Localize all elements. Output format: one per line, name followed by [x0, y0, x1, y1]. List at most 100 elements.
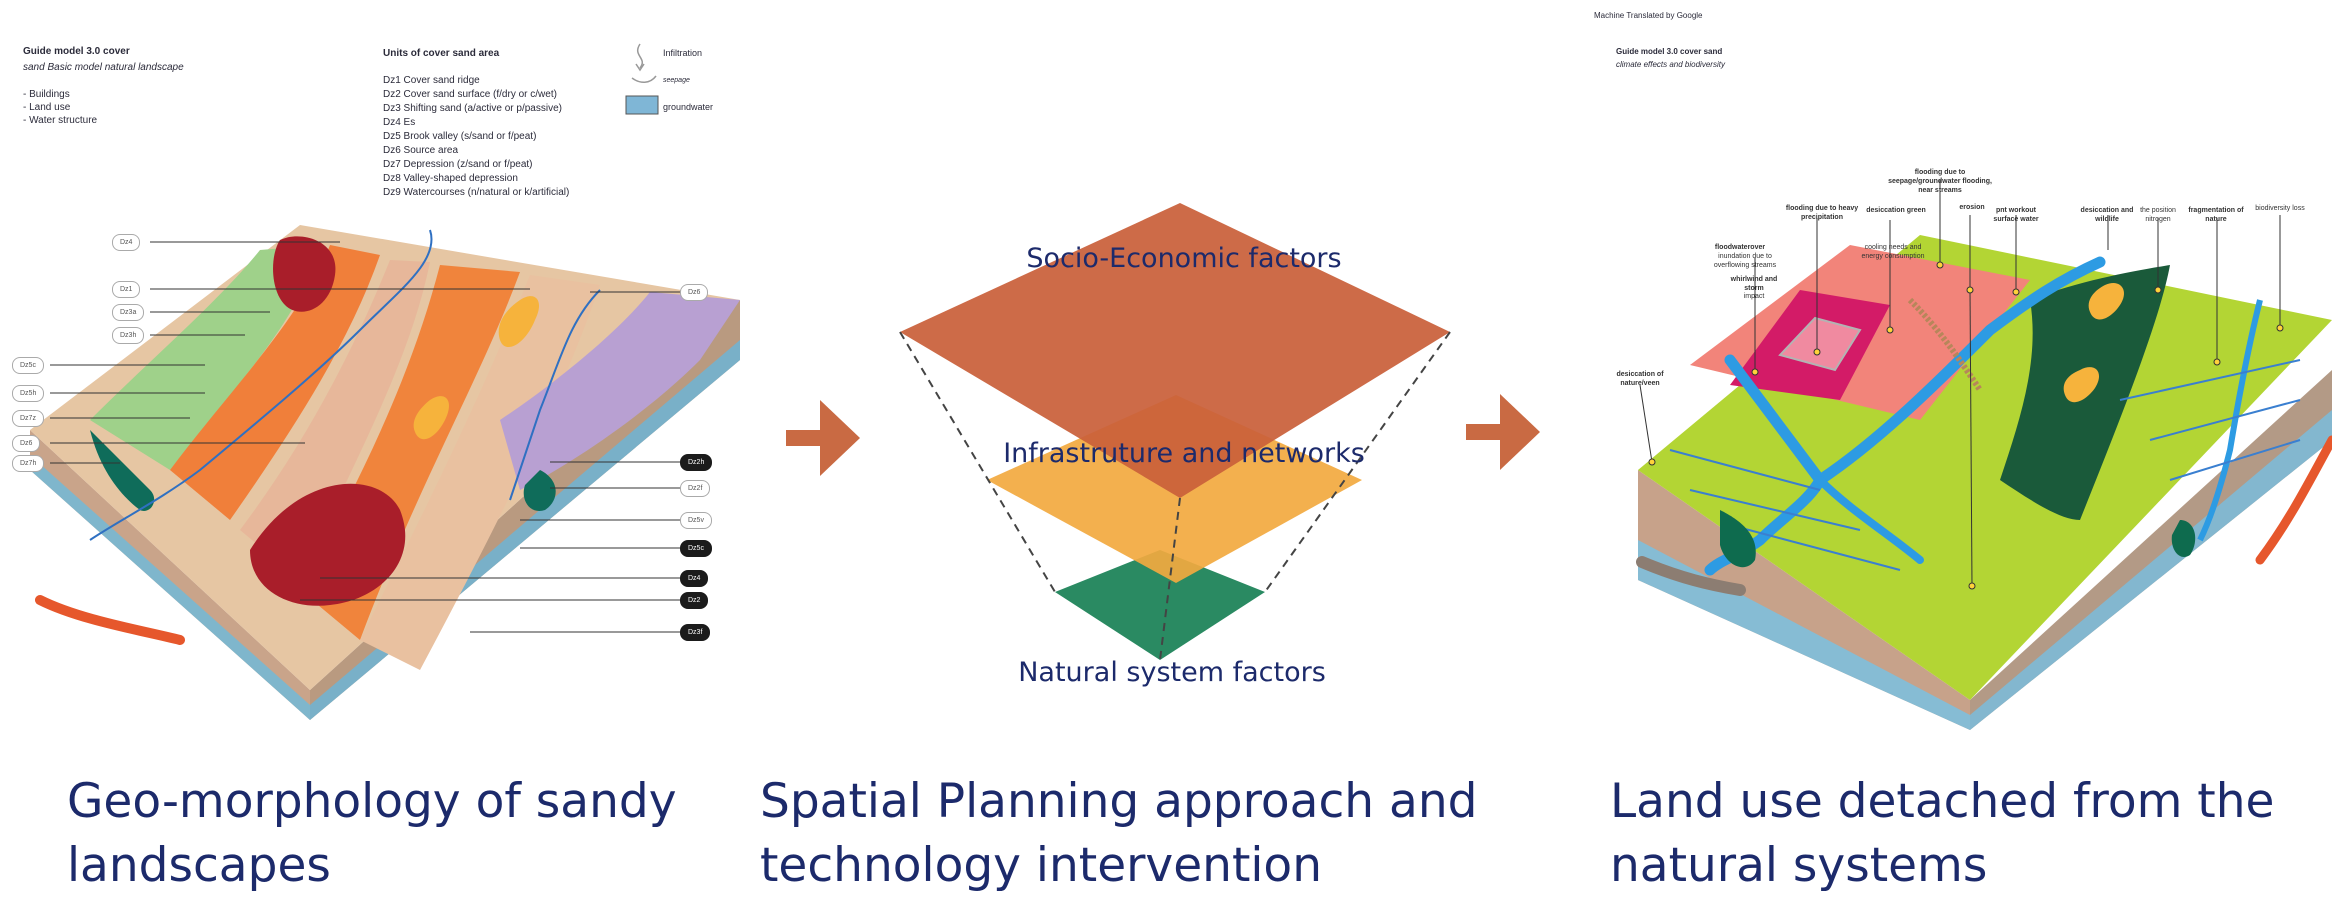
road-hatch: [1907, 297, 1983, 392]
unit-tag: Dz5c: [680, 540, 712, 557]
units-list: Dz1 Cover sand ridge Dz2 Cover sand surf…: [383, 74, 569, 200]
unit-tag: Dz3h: [112, 327, 145, 344]
layer-item-buildings: - Buildings: [23, 89, 70, 100]
unit-tag: Dz5c: [12, 357, 44, 374]
unit-depression-left: [90, 430, 155, 511]
machine-translated-note: Machine Translated by Google: [1594, 11, 1703, 20]
natural-system-label: Natural system factors: [1018, 657, 1326, 688]
callout-desiccation-green: desiccation green: [1866, 207, 1926, 214]
caption-geomorphology: Geo-morphology of sandy landscapes: [67, 774, 677, 893]
callout-position-nitrogen: the position nitrogen: [2140, 207, 2176, 223]
unit-yellow-1: [498, 296, 540, 348]
guide-subtitle: climate effects and biodiversity: [1616, 60, 1725, 69]
unit-green-zone: [90, 245, 320, 470]
yellow-dune-2: [2063, 367, 2100, 403]
unit-tag: Dz7z: [12, 410, 44, 427]
stream-line-2: [509, 289, 601, 501]
unit-item: Dz8 Valley-shaped depression: [383, 173, 518, 184]
layer-item-land-use: - Land use: [23, 102, 71, 113]
sandy-landscape-block-diagram: [30, 225, 740, 720]
callout-markers: [1648, 261, 2284, 590]
unit-leader-lines: [50, 241, 680, 633]
urban-block: [1778, 316, 1862, 372]
drainage-ditches: [1669, 359, 2301, 571]
unit-tag: Dz5v: [680, 512, 712, 529]
unit-dark-red-bottom: [250, 483, 406, 606]
callout-desiccation-wildlife: desiccation and wildlife: [2080, 207, 2134, 223]
guide-title: Guide model 3.0 cover: [23, 46, 130, 57]
funnel-dashed-lines: [899, 331, 1451, 661]
unit-yellow-2: [413, 396, 450, 440]
callout-leader-lines: [1639, 180, 2281, 587]
geomorphology-panel: Guide model 3.0 cover sand Basic model n…: [0, 0, 760, 903]
callout-fragmentation: fragmentation of nature: [2188, 207, 2244, 223]
layered-factors-diagram: [786, 203, 1540, 661]
unit-tag: Dz3a: [112, 304, 145, 321]
caption-spatial-planning: Spatial Planning approach and technology…: [760, 774, 1478, 893]
callout-whirlwind: whirlwind and storm: [1730, 276, 1778, 292]
unit-item: Dz1 Cover sand ridge: [383, 75, 480, 86]
callout-flooding-heavy: flooding due to heavy precipitation: [1785, 205, 1859, 221]
callout-floodwaterover: floodwaterover: [1714, 244, 1766, 251]
unit-tag: Dz2h: [680, 454, 713, 471]
legend-seepage-label: seepage: [663, 77, 690, 84]
unit-item: Dz9 Watercourses (n/natural or k/artific…: [383, 187, 570, 198]
unit-item: Dz4 Es: [383, 117, 416, 128]
infrastructure-label: Infrastruture and networks: [1003, 438, 1365, 469]
subsurface-clay-lens: [1636, 556, 1746, 596]
callout-floodwater-sub: inundation due to overflowing streams: [1713, 253, 1777, 269]
unit-tag: Dz4: [112, 234, 141, 251]
caption-land-use: Land use detached from the natural syste…: [1610, 774, 2275, 893]
guide-subtitle: sand Basic model natural landscape: [23, 62, 184, 73]
unit-depression-right: [523, 470, 556, 511]
callout-erosion: erosion: [1959, 204, 1985, 211]
callout-pnt-workout: pnt workout surface water: [1993, 207, 2039, 223]
unit-tag: Dz5h: [12, 385, 45, 402]
callout-impact: impact: [1743, 293, 1765, 300]
unit-tag: Dz2: [680, 592, 709, 609]
unit-tag: Dz1: [112, 281, 141, 298]
groundwater-left-band: [30, 455, 310, 720]
unit-tag: Dz2f: [680, 480, 711, 497]
unit-item: Dz3 Shifting sand (a/active or p/passive…: [383, 103, 562, 114]
legend-groundwater-label: groundwater: [663, 102, 714, 112]
unit-item: Dz5 Brook valley (s/sand or f/peat): [383, 131, 537, 142]
groundwater-right-band: [1970, 410, 2332, 730]
unit-sand-zone: [360, 275, 600, 670]
depression-left: [1720, 510, 1756, 568]
socio-economic-plane: [900, 203, 1450, 498]
callout-biodiversity: biodiversity loss: [2255, 205, 2305, 212]
unit-purple-zone: [500, 292, 740, 490]
land-use-block-diagram: [1636, 180, 2332, 730]
guide-title: Guide model 3.0 cover sand: [1616, 47, 1723, 56]
canal-right: [2197, 299, 2263, 542]
canal-branch-left: [1704, 474, 1826, 576]
orange-subsurface-lens: [2255, 435, 2332, 565]
unit-tag: Dz3f: [680, 624, 711, 641]
callout-flooding-seepage: flooding due to seepage/groundwater floo…: [1888, 169, 1992, 194]
unit-tan-zone: [240, 260, 430, 580]
unit-item: Dz2 Cover sand surface (f/dry or c/wet): [383, 89, 557, 100]
unit-tag: Dz6: [12, 435, 41, 452]
land-use-panel: Machine Translated by Google Guide model…: [1560, 0, 2332, 903]
unit-dark-red-top: [273, 236, 336, 312]
socio-economic-label: Socio-Economic factors: [1026, 243, 1342, 274]
natural-system-plane: [1055, 550, 1265, 660]
orange-subsurface-lens: [35, 595, 185, 645]
layer-item-water: - Water structure: [23, 115, 98, 126]
depression-right: [2171, 520, 2196, 558]
unit-item: Dz7 Depression (z/sand or f/peat): [383, 159, 533, 170]
callout-cooling: cooling needs and energy consumption: [1861, 244, 1925, 260]
unit-tag: Dz7h: [12, 455, 45, 472]
spatial-planning-panel: Socio-Economic factors Infrastruture and…: [760, 0, 1560, 903]
unit-tag: Dz4: [680, 570, 709, 587]
units-title: Units of cover sand area: [383, 48, 500, 59]
callout-desiccation-nature: desiccation of nature/veen: [1616, 371, 1664, 387]
stream-line-1: [89, 229, 433, 541]
main-canal: [1724, 256, 2106, 488]
unit-item: Dz6 Source area: [383, 145, 459, 156]
canal-branch-down: [1816, 476, 1924, 564]
yellow-dune-1: [2088, 282, 2125, 320]
unit-tag: Dz6: [680, 284, 709, 301]
arrow-right-icon: [786, 400, 860, 476]
